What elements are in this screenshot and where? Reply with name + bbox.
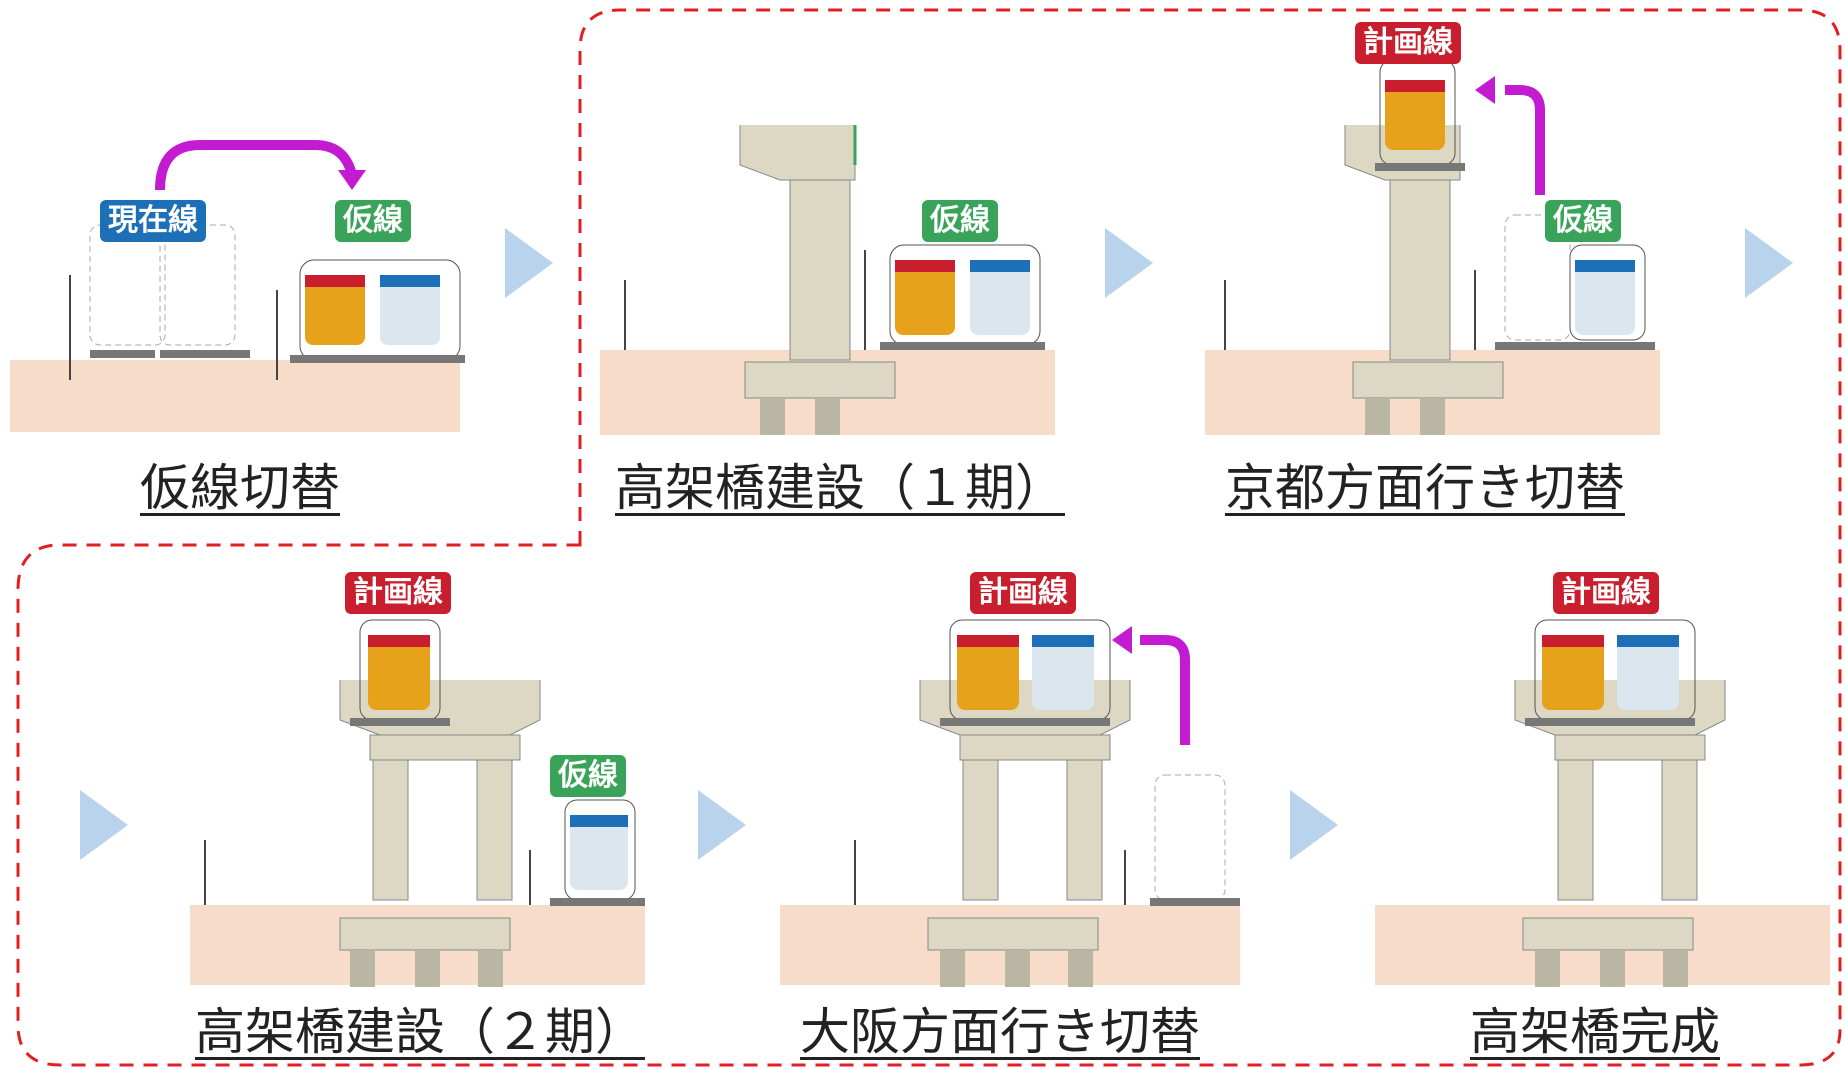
step-4-panel: 計画線 仮線 高架橋建設（２期）: [190, 560, 660, 1065]
viaduct-diagram: [1224, 59, 1655, 435]
temporary-line-label: 仮線: [1545, 200, 1621, 242]
step-caption: 京都方面行き切替: [1225, 459, 1625, 517]
planned-line-label: 計画線: [1355, 22, 1461, 64]
ground: [10, 360, 460, 432]
shift-arrow: [155, 140, 366, 191]
step-3-panel: 計画線 仮線 京都方面行き切替: [1205, 0, 1665, 520]
step-caption: 高架橋完成: [1470, 1003, 1720, 1061]
next-arrow: [1105, 228, 1153, 298]
next-arrow: [1745, 228, 1793, 298]
temporary-line-label: 仮線: [550, 755, 626, 797]
temporary-line-label: 仮線: [335, 200, 411, 242]
current-line-label: 現在線: [100, 200, 206, 242]
track-diagram: [69, 224, 465, 380]
step-caption: 大阪方面行き切替: [800, 1003, 1200, 1061]
planned-line-label: 計画線: [345, 572, 451, 614]
step-2-panel: 仮線 高架橋建設（１期）: [600, 0, 1065, 520]
step-caption: 高架橋建設（１期）: [615, 459, 1065, 517]
step-5-panel: 計画線 大阪方面行き切替: [780, 560, 1260, 1065]
next-arrow: [698, 790, 746, 860]
planned-line-label: 計画線: [970, 572, 1076, 614]
step-caption: 仮線切替: [140, 459, 340, 517]
viaduct-diagram: [204, 619, 645, 987]
next-arrow: [505, 228, 553, 298]
viaduct-diagram: [624, 125, 1045, 435]
next-arrow: [80, 790, 128, 860]
step-caption: 高架橋建設（２期）: [195, 1003, 645, 1061]
step-1-panel: 現在線 仮線 仮線切替: [0, 0, 560, 520]
viaduct-diagram: [854, 619, 1240, 987]
viaduct-diagram: [1514, 619, 1726, 987]
step-6-panel: 計画線 高架橋完成: [1375, 560, 1835, 1065]
temporary-line-label: 仮線: [922, 200, 998, 242]
planned-line-label: 計画線: [1553, 572, 1659, 614]
next-arrow: [1290, 790, 1338, 860]
